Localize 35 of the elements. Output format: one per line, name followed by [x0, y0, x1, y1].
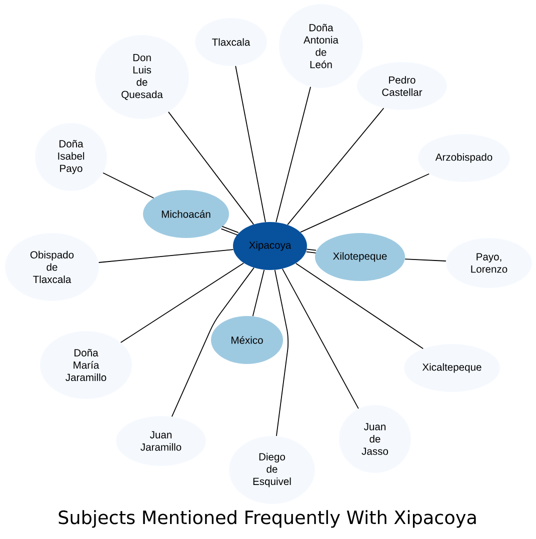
connector-line: [168, 112, 254, 225]
ellipse-node: Pedro Castellar: [357, 62, 447, 110]
ellipse-node: Doña Antonia de León: [279, 4, 363, 88]
connector-line: [252, 269, 265, 317]
ellipse-node: Juan de Jasso: [339, 405, 411, 473]
ellipse-node: Arzobispado: [418, 134, 510, 182]
ellipse-node: Doña Isabel Payo: [35, 123, 107, 191]
ellipse-node: Payo, Lorenzo: [446, 238, 532, 288]
connector-line: [276, 86, 312, 223]
connector-line: [306, 251, 316, 254]
connector-line: [274, 270, 289, 436]
connector-line: [306, 248, 317, 251]
connector-line: [222, 226, 239, 234]
ellipse-node: Juan Jaramillo: [116, 416, 206, 466]
chart-title: Subjects Mentioned Frequently With Xipacoya: [58, 510, 476, 528]
connector-line: [287, 108, 384, 226]
connector-line: [98, 249, 234, 263]
connector-line: [295, 262, 424, 350]
ellipse-node: Xilotepeque: [315, 233, 405, 281]
ellipse-node: Diego de Esquivel: [229, 436, 315, 504]
ellipse-node: Obispado de Tlaxcala: [5, 233, 99, 301]
connector-line: [282, 268, 359, 410]
ellipse-node: Xicaltepeque: [404, 344, 500, 392]
connector-line: [102, 172, 154, 198]
connector-line: [171, 267, 254, 417]
connector-line: [120, 262, 244, 343]
ellipse-node: México: [211, 316, 283, 364]
connector-line: [300, 173, 430, 233]
ellipse-node: Michoacán: [143, 190, 229, 238]
ellipse-node: Doña María Jaramillo: [40, 331, 132, 399]
ellipse-node: Tlaxcala: [195, 18, 267, 66]
connector-line: [235, 66, 266, 222]
ellipse-node: Don Luis de Quesada: [95, 35, 189, 119]
connector-line: [404, 258, 446, 262]
connector-line: [220, 228, 238, 236]
